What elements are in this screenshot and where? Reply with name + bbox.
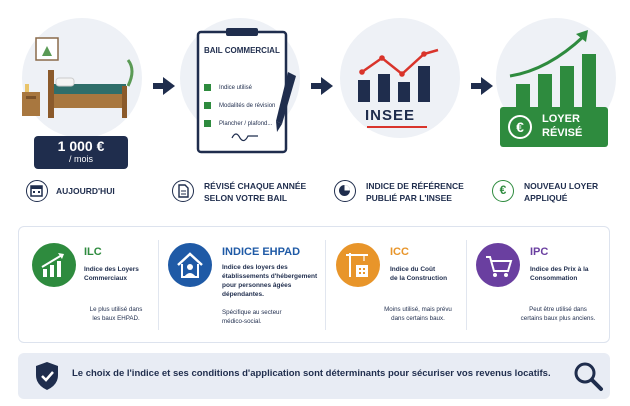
magnifier-icon <box>574 362 603 391</box>
ilc-badge <box>32 243 76 287</box>
ilc-note-1: Le plus utilisé dans <box>89 306 143 313</box>
caption-new-rent-line2: APPLIQUÉ <box>524 193 568 203</box>
flow-arrow-1 <box>153 77 175 95</box>
document-icon <box>172 180 194 202</box>
step-insee-circle <box>340 18 460 138</box>
revised-rent-label-1: LOYER <box>542 113 580 125</box>
ehpad-desc-1: Indice des loyers des <box>222 264 288 271</box>
index-panel <box>18 226 610 343</box>
caption-new-rent-line1: NOUVEAU LOYER <box>524 181 599 191</box>
ehpad-note-2: médico-social. <box>222 318 262 325</box>
panel-divider-3 <box>466 240 467 330</box>
ipc-title: IPC <box>530 246 549 258</box>
footer-text: Le choix de l'indice et ses conditions d… <box>72 368 551 379</box>
insee-underline <box>367 126 427 128</box>
euro-icon: € <box>492 180 514 202</box>
icc-note-2: dans certains baux. <box>391 315 445 322</box>
rent-value: 1 000 € <box>57 138 105 154</box>
insee-chart-illustration <box>358 48 439 102</box>
lease-title: BAIL COMMERCIAL <box>204 46 280 55</box>
panel-divider-2 <box>325 240 326 330</box>
flow-arrow-3 <box>471 77 493 95</box>
ipc-note-2: certains baux plus anciens. <box>520 315 596 322</box>
ipc-desc-1: Indice des Prix à la <box>530 266 589 273</box>
ilc-note-2: les baux EHPAD. <box>92 315 140 322</box>
icc-badge <box>336 243 380 287</box>
growth-chart-illustration <box>509 30 596 112</box>
ipc-note-1: Peut être utilisé dans <box>529 306 587 313</box>
icc-title: ICC <box>390 246 409 258</box>
ehpad-note-1: Spécifique au secteur <box>222 309 282 316</box>
ehpad-desc-2: établissements d'hébergement <box>222 273 318 280</box>
footer-banner <box>18 353 610 399</box>
caption-revised-line2: SELON VOTRE BAIL <box>204 193 288 203</box>
rent-unit: / mois <box>68 154 93 164</box>
checklist-item-1: Indice utilisé <box>219 85 253 91</box>
pie-chart-icon <box>334 180 356 202</box>
ipc-desc-2: Consommation <box>530 275 578 282</box>
ehpad-badge <box>168 243 212 287</box>
current-rent-box: 1 000 € / mois <box>34 136 128 169</box>
caption-index-line2: PUBLIÉ PAR L'INSEE <box>366 193 452 203</box>
insee-logo: INSEE <box>365 107 416 124</box>
ipc-badge <box>476 243 520 287</box>
caption-revised-line1: RÉVISÉ CHAQUE ANNÉE <box>204 181 307 191</box>
shield-check-icon <box>36 362 58 390</box>
ehpad-desc-4: dépendantes. <box>222 291 264 298</box>
calendar-icon <box>26 180 48 202</box>
ilc-title: ILC <box>84 246 102 258</box>
bed-illustration <box>22 37 134 118</box>
icc-desc-2: de la Construction <box>390 275 448 282</box>
ehpad-desc-3: pour personnes âgées <box>222 282 292 289</box>
panel-divider-1 <box>158 240 159 330</box>
euro-circle: € <box>508 115 532 139</box>
ehpad-title: INDICE EHPAD <box>222 246 301 258</box>
ilc-desc-1: Indice des Loyers <box>84 266 139 273</box>
caption-today: AUJOURD'HUI <box>56 186 115 196</box>
flow-arrow-2 <box>311 77 333 95</box>
checklist-item-2: Modalités de révision <box>219 103 276 109</box>
caption-index-line1: INDICE DE RÉFÉRENCE <box>366 181 464 191</box>
revised-rent-label-2: RÉVISÉ <box>542 127 583 139</box>
lease-document-illustration <box>196 28 296 154</box>
checklist-item-3: Plancher / plafond... <box>219 121 273 127</box>
icc-desc-1: Indice du Coût <box>390 266 436 273</box>
ilc-desc-2: Commerciaux <box>84 275 127 282</box>
icc-note-1: Moins utilisé, mais prévu <box>384 306 452 313</box>
